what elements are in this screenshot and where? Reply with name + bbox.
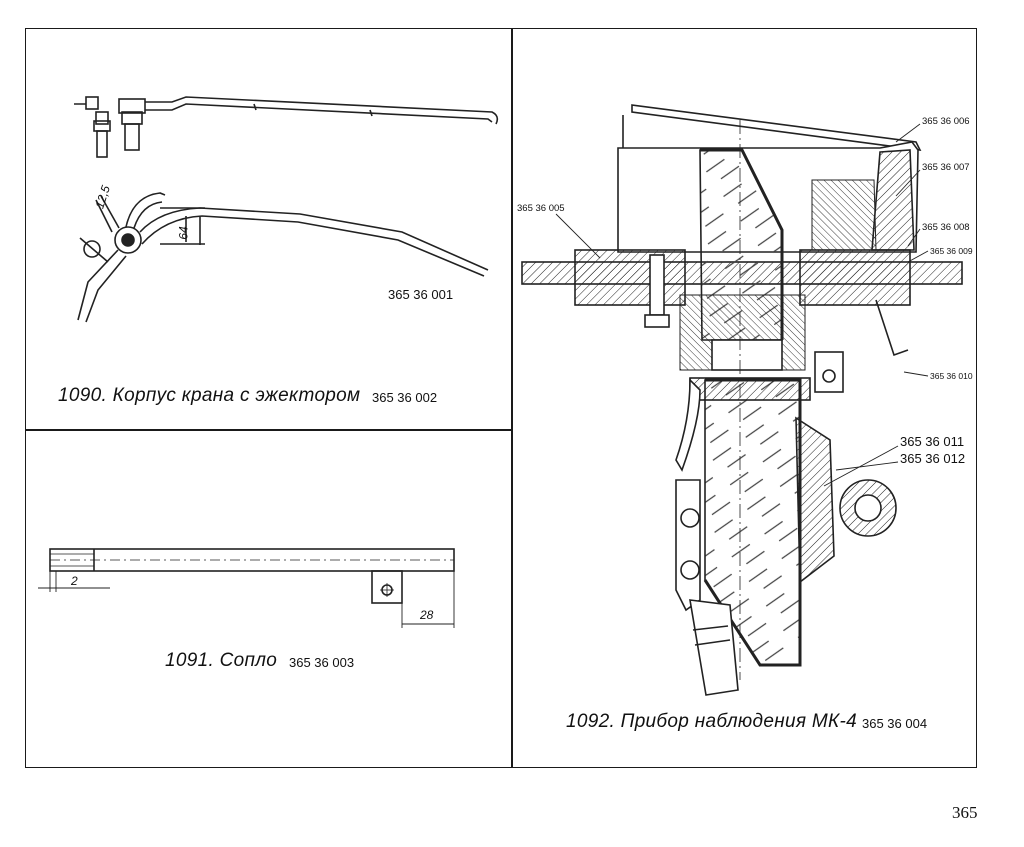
fig1091-caption: 1091. Сопло [165, 650, 278, 671]
ref-365-36-007: 365 36 007 [922, 162, 970, 173]
horizontal-divider [25, 429, 512, 431]
fig1092-device [521, 104, 963, 696]
fig1092-code: 365 36 004 [862, 716, 928, 731]
fig1090-dim-64: 64 [176, 226, 191, 240]
fig1090-caption-code: 365 36 002 [372, 390, 438, 405]
page-number: 365 [952, 803, 978, 822]
fig1091-dim-2: 2 [71, 574, 78, 588]
fig1090-side-view [77, 192, 489, 323]
fig1091-dim-28: 28 [420, 608, 434, 622]
ref-365-36-011: 365 36 011 [900, 434, 965, 449]
ref-365-36-012: 365 36 012 [900, 451, 966, 466]
ref-365-36-008: 365 36 008 [922, 222, 970, 233]
ref-365-36-009: 365 36 009 [930, 246, 973, 256]
fig1090-caption: 1090. Корпус крана с эжектором [58, 385, 361, 406]
ref-365-36-006: 365 36 006 [922, 116, 970, 127]
fig1091-nozzle [38, 548, 455, 628]
plate-frame [25, 28, 977, 768]
ref-365-36-005: 365 36 005 [517, 203, 565, 214]
fig1092-caption: 1092. Прибор наблюдения МК-4 [566, 711, 857, 732]
fig1092-leaders [555, 123, 929, 487]
ref-365-36-010: 365 36 010 [930, 371, 973, 381]
fig1090-part-code: 365 36 001 [388, 287, 454, 302]
fig1090-top-view [74, 96, 499, 158]
fig1091-code: 365 36 003 [289, 655, 355, 670]
vertical-divider [511, 28, 513, 768]
